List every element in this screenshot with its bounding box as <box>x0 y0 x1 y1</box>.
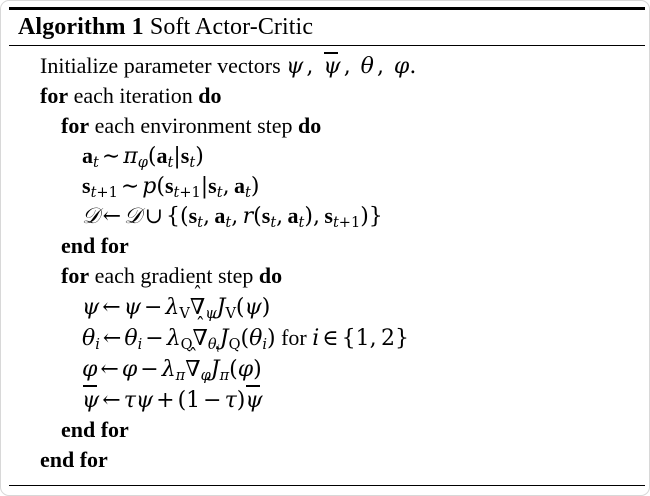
line-end-for-iteration: end for <box>9 445 645 475</box>
bottom-rule <box>9 485 645 486</box>
line-replay-buffer-update: 𝒟←𝒟∪{(st, at, r(st, at), st+1)} <box>9 201 645 231</box>
for-grad-step-text: each gradient step <box>94 263 254 288</box>
for-keyword: for <box>61 113 90 138</box>
caption-rule <box>9 45 645 46</box>
index-range: i∈{1, 2} <box>312 326 409 351</box>
top-rule <box>9 7 645 10</box>
for-keyword: for <box>40 83 69 108</box>
end-for-keyword: end for <box>40 447 108 472</box>
equation-replay-buffer: 𝒟←𝒟∪{(st, at, r(st, at), st+1)} <box>82 203 383 232</box>
for-env-step-text: each environment step <box>94 113 293 138</box>
line-end-for-gradient: end for <box>9 415 645 445</box>
algorithm-caption: Algorithm 1 Soft Actor-Critic <box>9 10 645 45</box>
for-iteration-text: each iteration <box>73 83 193 108</box>
algorithm-body: Initialize parameter vectors ψ, ψ, θ, φ.… <box>9 46 645 475</box>
line-end-for-environment: end for <box>9 231 645 261</box>
line-sample-state: st+1∼p(st+1|st, at) <box>9 171 645 201</box>
line-for-environment-step: for each environment step do <box>9 111 645 141</box>
end-for-keyword: end for <box>61 417 129 442</box>
line-for-iteration: for each iteration do <box>9 81 645 111</box>
do-keyword: do <box>198 83 222 108</box>
line-update-target-psi: ψ←τψ+(1−τ)ψ <box>9 384 645 415</box>
for-keyword: for <box>61 263 90 288</box>
do-keyword: do <box>298 113 322 138</box>
equation-sample-state: st+1∼p(st+1|st, at) <box>82 173 260 202</box>
init-symbols: ψ, ψ, θ, φ. <box>286 52 417 79</box>
line-for-gradient-step: for each gradient step do <box>9 261 645 291</box>
initialize-keyword: Initialize <box>40 53 119 78</box>
line-initialize: Initialize parameter vectors ψ, ψ, θ, φ. <box>9 51 645 81</box>
algorithm-name: Soft Actor-Critic <box>149 14 314 40</box>
equation-update-target-psi: ψ←τψ+(1−τ)ψ <box>82 385 263 413</box>
initialize-rest: parameter vectors <box>123 53 281 78</box>
algorithm-block: Algorithm 1 Soft Actor-Critic Initialize… <box>9 7 645 475</box>
for-i-text: for <box>281 325 307 350</box>
end-for-keyword: end for <box>61 233 129 258</box>
do-keyword: do <box>258 263 283 288</box>
equation-sample-action: at∼πφ(at|st) <box>82 143 204 172</box>
algorithm-number: Algorithm 1 <box>18 14 144 40</box>
line-sample-action: at∼πφ(at|st) <box>9 141 645 171</box>
